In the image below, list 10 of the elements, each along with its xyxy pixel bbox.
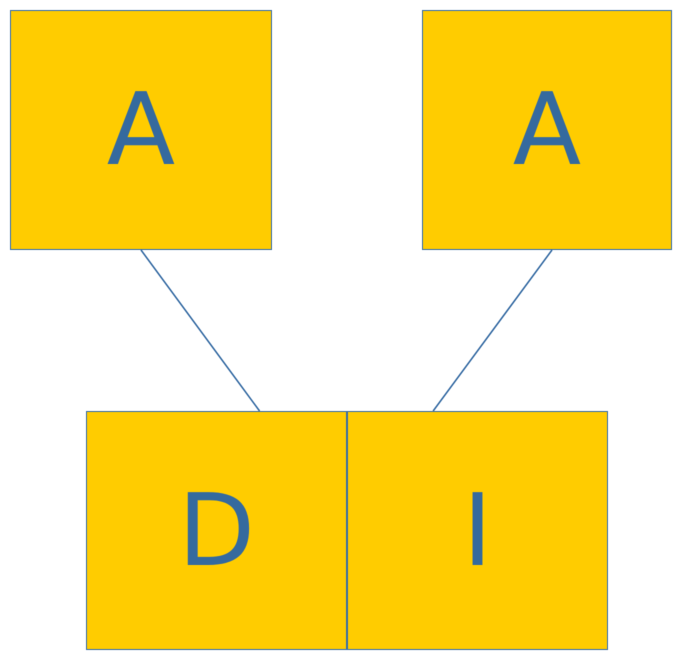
connector-line: [140, 250, 260, 412]
letter-box: [347, 411, 608, 650]
box-letter: A: [106, 80, 176, 180]
box-letter: D: [178, 480, 255, 580]
box-letter: I: [462, 480, 492, 580]
connector-line: [432, 250, 553, 412]
box-letter: A: [512, 80, 582, 180]
letter-box: [86, 411, 347, 650]
letter-box: [422, 10, 672, 250]
letter-box: [10, 10, 272, 250]
